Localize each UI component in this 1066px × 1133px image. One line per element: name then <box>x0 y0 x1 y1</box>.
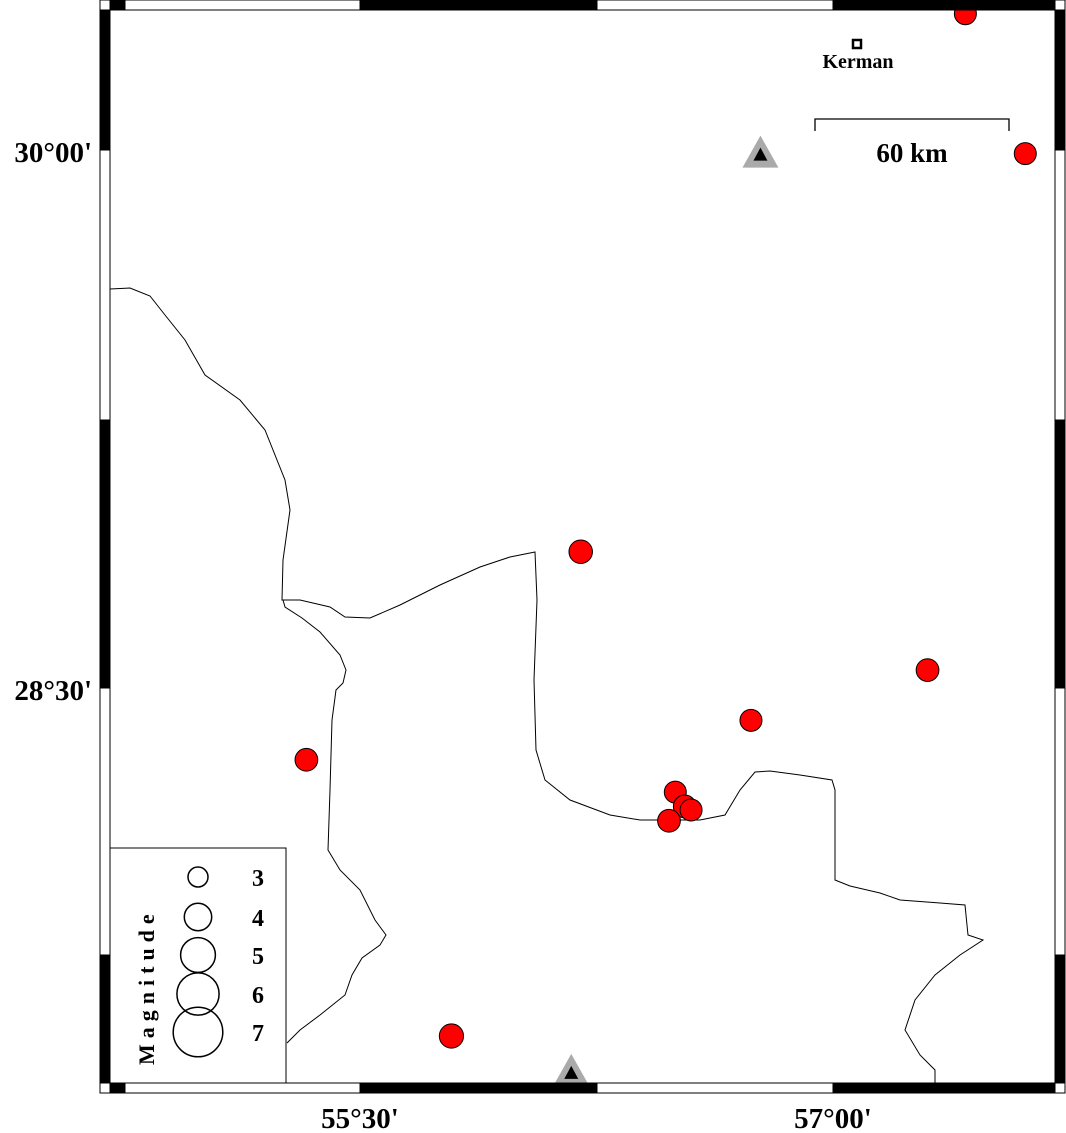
legend-circle-icon <box>172 1006 224 1058</box>
scale-bar-label: 60 km <box>876 138 948 168</box>
lat-label-28-30: 28°30' <box>14 675 92 707</box>
earthquake-marker <box>915 658 940 682</box>
frame-segment <box>99 149 111 421</box>
frame-segment <box>359 1082 598 1094</box>
frame-segment <box>124 1082 361 1094</box>
station-triangle-icon <box>553 1053 590 1086</box>
frame-segment <box>99 954 111 1084</box>
frame-segment <box>99 9 111 151</box>
earthquake-marker <box>294 747 319 772</box>
map-frame <box>99 0 1066 1094</box>
boundary-line <box>282 599 387 1044</box>
earthquake-marker <box>679 798 703 822</box>
lat-label-30-00: 30°00' <box>14 137 92 169</box>
frame-segment <box>1054 149 1066 421</box>
city-marker-icon <box>851 38 863 50</box>
legend-label: 3 <box>252 866 264 892</box>
frame-segment <box>1054 419 1066 689</box>
province-boundaries <box>109 287 985 1083</box>
city-label: Kerman <box>822 51 893 73</box>
station-triangle-icon <box>742 135 779 168</box>
frame-segment <box>99 687 111 956</box>
legend-label: 4 <box>252 906 264 932</box>
frame-segment <box>596 1082 834 1094</box>
frame-segment <box>124 0 361 11</box>
frame-segment <box>359 0 598 11</box>
earthquake-marker <box>438 1023 465 1049</box>
frame-segment <box>832 0 1056 11</box>
legend-label: 6 <box>252 983 264 1009</box>
earthquake-marker <box>739 708 763 732</box>
lon-label-55-30: 55°30' <box>321 1103 399 1133</box>
frame-segment <box>109 0 126 11</box>
boundary-line <box>109 287 985 1083</box>
legend-circle-icon <box>187 866 209 888</box>
frame-segment <box>1054 954 1066 1084</box>
frame-segment <box>1054 9 1066 151</box>
earthquake-marker <box>657 808 681 833</box>
frame-segment <box>832 1082 1056 1094</box>
legend-circle-icon <box>183 902 213 932</box>
frame-segment <box>1054 687 1066 956</box>
legend-label: 5 <box>252 944 264 970</box>
frame-segment <box>109 1082 126 1094</box>
magnitude-legend: Magnitude 3 4 5 6 7 <box>109 847 287 1084</box>
legend-title: Magnitude <box>134 908 159 1065</box>
frame-segment <box>99 419 111 689</box>
earthquake-marker <box>568 539 593 564</box>
seismic-stations <box>553 135 779 1086</box>
earthquake-marker <box>1013 142 1037 166</box>
scale-bar <box>814 118 1010 131</box>
frame-segment <box>596 0 834 11</box>
legend-label: 7 <box>252 1021 264 1047</box>
legend-circle-icon <box>176 972 220 1016</box>
lon-label-57-00: 57°00' <box>794 1103 872 1133</box>
earthquake-events <box>294 2 1037 1049</box>
